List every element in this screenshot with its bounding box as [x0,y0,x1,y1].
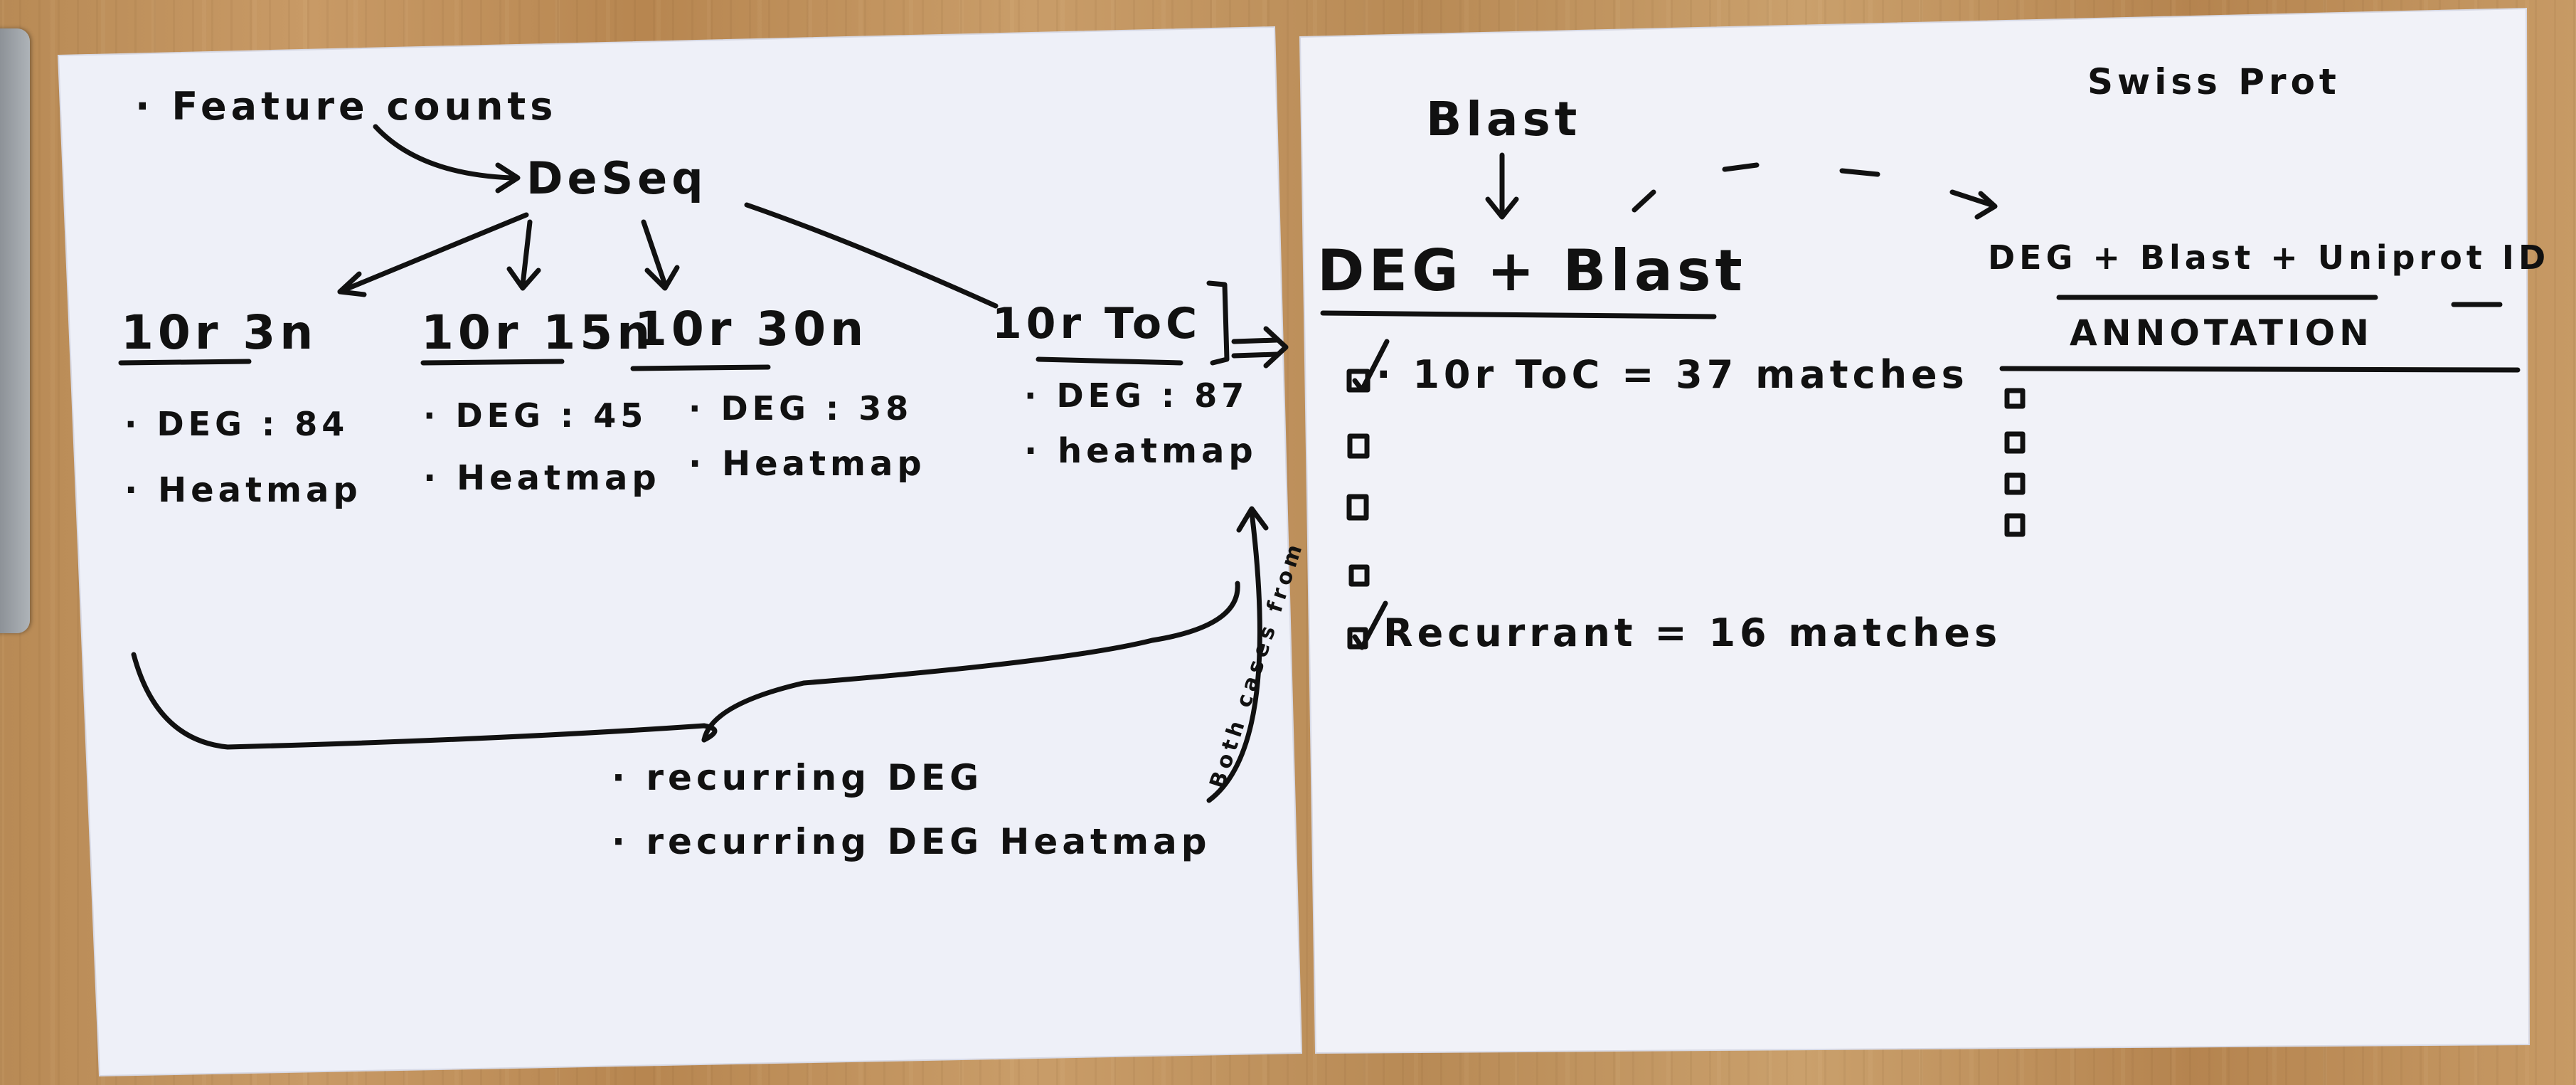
laptop-edge [0,28,30,633]
arrow-up-toc [1206,509,1262,803]
recurring-deg-label: · recurring DEG [612,757,983,798]
left-paper [57,26,1303,1077]
arrow-feature-to-deseq [373,124,515,181]
arrow-to-3n [337,212,529,295]
recurring-brace [131,652,718,750]
recurring-heatmap-label: · recurring DEG Heatmap [612,821,1211,862]
annotation-label: ANNOTATION [2070,312,2373,354]
branch-15n-deg: · DEG : 45 [423,396,647,435]
branch-toc-deg: · DEG : 87 [1024,376,1248,415]
deseq-label: DeSeq [526,152,708,204]
deg-blast-label: DEG + Blast [1317,238,1747,304]
right-paper [1299,7,2530,1054]
feature-counts-label: · Feature counts [135,84,557,129]
match-recurrant-label: Recurrant = 16 matches [1383,610,2001,655]
swissprot-label: Swiss Prot [2087,61,2341,102]
arrow-to-toc [744,202,999,309]
underline-deg-blast [1320,310,1717,319]
match-toc-label: · 10r ToC = 37 matches [1376,352,1969,397]
branch-3n-title: 10r 3n [121,305,317,360]
branch-30n-heatmap: · Heatmap [688,444,926,484]
underline-annotation [1999,366,2521,373]
branch-15n-title: 10r 15n [421,305,654,360]
branch-15n-heatmap: · Heatmap [423,458,661,498]
branch-3n-heatmap: · Heatmap [124,470,362,510]
dashed-arrow-swissprot [1632,162,1994,213]
branch-toc-heatmap: · heatmap [1024,431,1257,471]
deg-blast-uniprot-label: DEG + Blast + Uniprot ID [1988,238,2550,277]
blast-label: Blast [1426,92,1581,147]
branch-30n-title: 10r 30n [634,302,868,356]
arrowhead-deseq [495,162,521,194]
branch-3n-deg: · DEG : 84 [124,405,348,443]
branch-30n-deg: · DEG : 38 [688,389,912,428]
branch-toc-title: 10r ToC [992,299,1201,349]
